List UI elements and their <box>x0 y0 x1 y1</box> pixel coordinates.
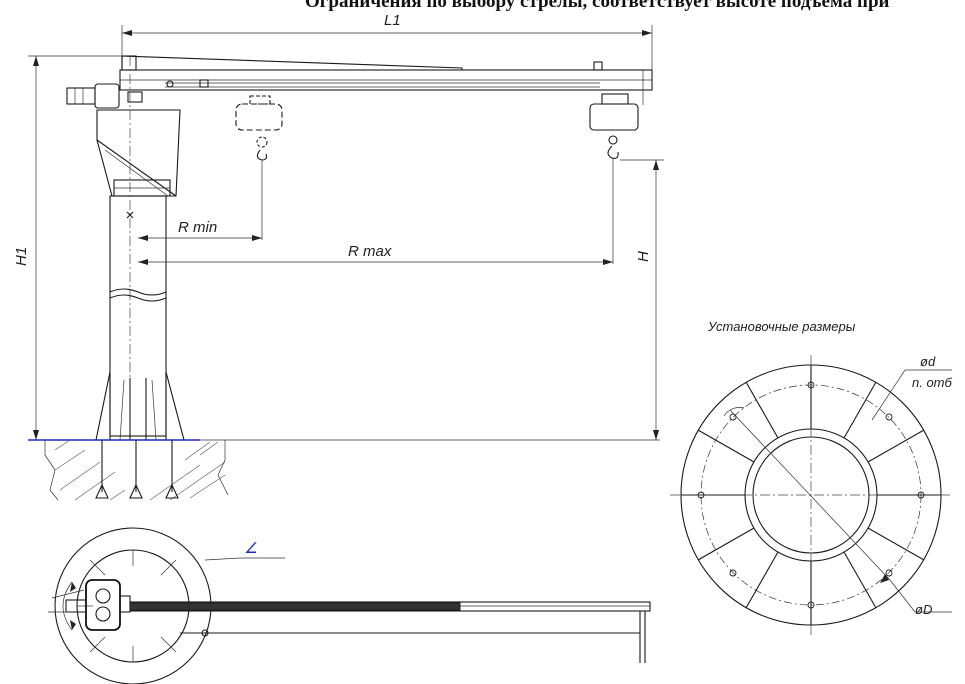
alpha-label: ∠ <box>244 540 257 557</box>
header-partial-title: Ограничения по выбору стрелы, соответств… <box>305 0 890 12</box>
end-stop <box>593 61 603 71</box>
jib-brace <box>121 55 463 71</box>
drive-motor <box>66 87 96 105</box>
stiffener-right <box>165 371 185 441</box>
installation-title: Установочные размеры <box>707 319 856 334</box>
column-break <box>109 288 167 296</box>
bolt-holes <box>697 381 925 609</box>
crane-front-view: L1 <box>13 12 664 501</box>
foundation <box>44 439 229 501</box>
h1-label: H1 <box>13 247 30 266</box>
crane-top-view: ∠ <box>48 527 651 684</box>
installation-view: Установочные размеры <box>670 319 953 635</box>
rmin-label: R min <box>178 219 217 236</box>
diameter-d-label: ød <box>920 354 936 369</box>
l1-label: L1 <box>384 12 401 29</box>
stiffener-left <box>95 371 111 441</box>
trolley-min <box>235 95 283 240</box>
column-top <box>85 579 121 631</box>
trolley-max <box>589 93 639 264</box>
base-ribs <box>681 365 941 625</box>
rmax-label: R max <box>348 243 392 260</box>
holes-count-label: n. отб <box>912 375 953 390</box>
diameter-D-label: øD <box>915 602 932 617</box>
column <box>109 195 167 437</box>
hook <box>607 145 619 159</box>
l1-arrow-left <box>122 30 132 36</box>
h-label: H <box>635 251 652 262</box>
gearbox <box>94 83 120 109</box>
l1-arrow-right <box>642 30 652 36</box>
